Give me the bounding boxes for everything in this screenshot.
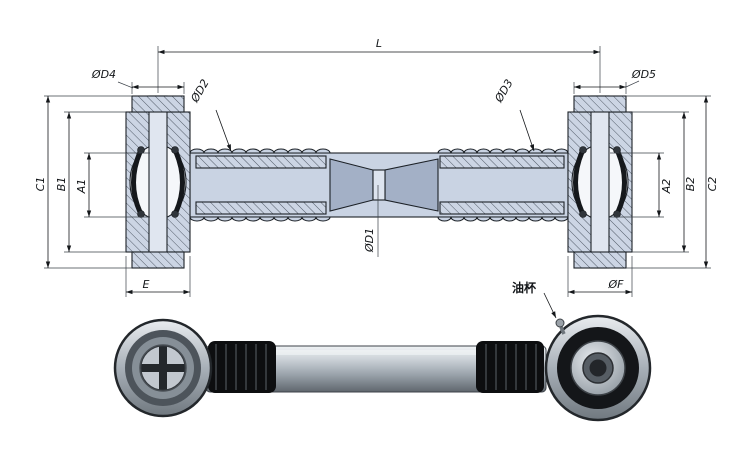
seal-ring: [171, 210, 179, 218]
seal-ring: [613, 210, 621, 218]
dim-label-D4: ØD4: [91, 68, 116, 81]
left-bushing-section: [125, 95, 191, 269]
dim-label-E: E: [143, 278, 150, 291]
rubber-band-hatch: [439, 201, 565, 215]
right-pin: [590, 95, 610, 269]
rubber-band-hatch: [439, 155, 565, 169]
dim-label-L: L: [376, 37, 382, 50]
right-bottom-flange: [573, 251, 627, 269]
rendered-rod: [113, 314, 652, 422]
seal-ring: [137, 210, 145, 218]
right-boot: [476, 341, 544, 393]
left-bottom-flange: [131, 251, 185, 269]
rod-body-section: [189, 148, 569, 222]
dim-label-A1: A1: [75, 179, 88, 195]
right-top-flange: [573, 95, 627, 113]
leader-D3: [519, 109, 535, 152]
dim-label-C2: C2: [706, 177, 719, 192]
left-rubber-band: [131, 151, 143, 214]
right-eye: [544, 314, 652, 422]
dim-label-D1: ØD1: [363, 228, 376, 253]
dim-label-B1: B1: [55, 177, 68, 192]
left-rubber-band: [173, 151, 185, 214]
left-top-flange: [131, 95, 185, 113]
bore-center: [372, 169, 386, 201]
left-pin: [148, 95, 168, 269]
left-eye-bushing-edge: [140, 345, 186, 391]
dim-label-A2: A2: [660, 179, 673, 195]
rubber-serration-top-left: [189, 148, 331, 154]
dim-label-D3: ØD3: [492, 77, 516, 105]
rubber-serration-bottom-right: [437, 216, 569, 222]
right-rubber-band: [573, 151, 585, 214]
dim-label-B2: B2: [684, 177, 697, 192]
right-bushing-section: [567, 95, 633, 269]
dim-label-C1: C1: [34, 177, 47, 192]
seal-ring: [613, 146, 621, 154]
left-boot: [208, 341, 276, 393]
rubber-serration-top-right: [437, 148, 569, 154]
grease-fitting: [555, 318, 566, 335]
dim-label-F: ØF: [608, 278, 625, 291]
seal-ring: [579, 210, 587, 218]
rubber-serration-bottom-left: [189, 216, 331, 222]
rubber-band-hatch: [195, 201, 327, 215]
dim-label-D5: ØD5: [631, 68, 656, 81]
right-rubber-band: [615, 151, 627, 214]
oil-cup-label: 油杯: [512, 280, 537, 295]
extension-lines: [44, 46, 711, 297]
leader-D2: [215, 109, 232, 152]
left-eye-cross-slots: [141, 346, 185, 390]
seal-ring: [137, 146, 145, 154]
dim-label-D2: ØD2: [188, 77, 212, 105]
rubber-band-hatch: [195, 155, 327, 169]
left-eye: [113, 318, 213, 418]
seal-ring: [171, 146, 179, 154]
dimension-lines: [45, 49, 709, 319]
seal-ring: [579, 146, 587, 154]
shaft-highlight: [250, 350, 500, 355]
leader-oil-cup: [543, 292, 557, 319]
right-eye-bore-center: [589, 359, 607, 377]
